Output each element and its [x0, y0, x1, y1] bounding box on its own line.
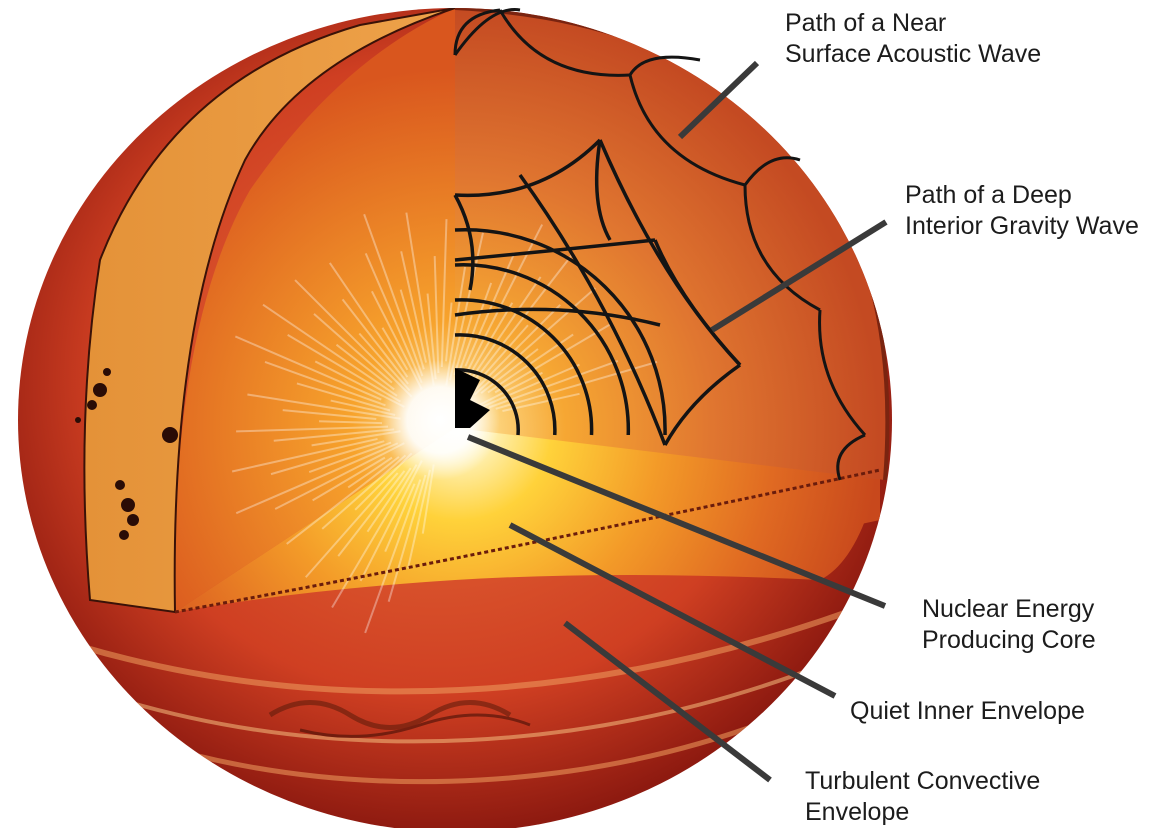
label-line: Turbulent Convective	[805, 766, 1040, 797]
label-line: Quiet Inner Envelope	[850, 696, 1085, 727]
label-line: Nuclear Energy	[922, 594, 1096, 625]
label-convective-envelope: Turbulent Convective Envelope	[805, 766, 1040, 828]
label-line: Producing Core	[922, 625, 1096, 656]
label-line: Path of a Deep	[905, 180, 1139, 211]
label-deep-gravity-wave: Path of a Deep Interior Gravity Wave	[905, 180, 1139, 242]
label-line: Path of a Near	[785, 8, 1041, 39]
right-wedge-wall	[455, 8, 887, 480]
label-core: Nuclear Energy Producing Core	[922, 594, 1096, 656]
label-line: Surface Acoustic Wave	[785, 39, 1041, 70]
label-line: Interior Gravity Wave	[905, 211, 1139, 242]
label-line: Envelope	[805, 797, 1040, 828]
core-glow	[380, 360, 500, 480]
label-quiet-envelope: Quiet Inner Envelope	[850, 696, 1085, 727]
label-near-surface-wave: Path of a Near Surface Acoustic Wave	[785, 8, 1041, 70]
